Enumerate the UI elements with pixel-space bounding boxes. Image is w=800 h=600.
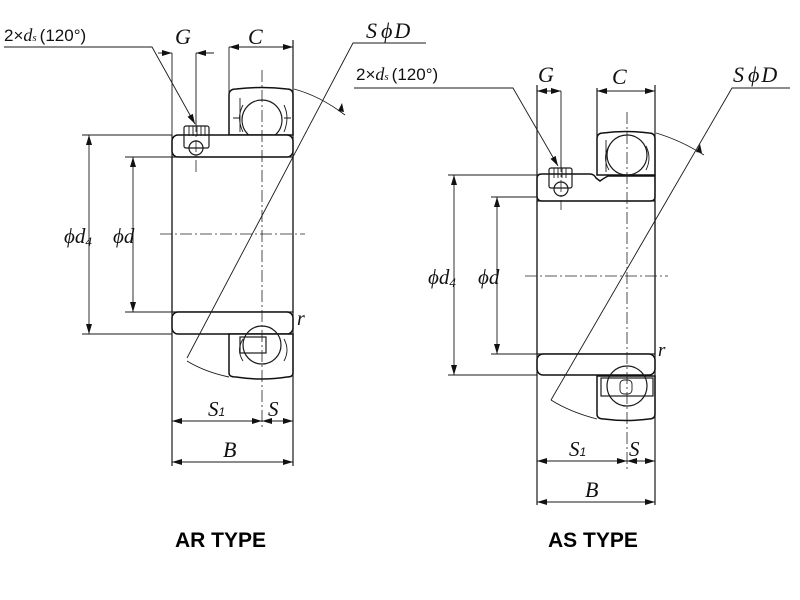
as-inner-ring-bottom (536, 353, 656, 376)
as-sphere-arc-bottom (550, 399, 598, 420)
as-d-label: ϕd (478, 265, 500, 289)
ar-outer-ring-bottom (228, 325, 294, 380)
ar-s-label: S (268, 397, 279, 421)
ar-b-label: B (223, 437, 236, 462)
as-s1-label: S1 (569, 437, 586, 461)
as-g-label: G (538, 62, 554, 87)
ar-c-label: C (248, 24, 263, 49)
ar-d-label: ϕd (113, 224, 135, 248)
as-outer-ring-top (596, 130, 656, 176)
ar-extension-lines (171, 40, 294, 466)
as-s-label: S (629, 437, 640, 461)
ar-d4-label: ϕd4 (64, 224, 92, 249)
as-d4-label: ϕd4 (428, 265, 456, 290)
ar-s1-label: S1 (208, 397, 225, 421)
as-setscrew-label: 2×ds(120°) (356, 64, 438, 84)
ar-sphere-arc-top (293, 88, 346, 116)
ar-r-label: r (297, 308, 305, 330)
as-setscrew-leader (354, 87, 559, 167)
ar-d-extensions (82, 134, 172, 335)
as-outer-ring-bottom (596, 365, 656, 422)
ar-outer-ring-top (228, 86, 294, 141)
ar-g-label: G (175, 24, 191, 49)
ar-setscrew-label: 2×ds(120°) (4, 25, 86, 45)
as-c-label: C (612, 64, 627, 89)
as-d-extensions (448, 174, 537, 376)
ar-setscrew-leader (4, 46, 196, 125)
as-inner-ring-body (536, 200, 656, 355)
as-sphere-leader (550, 87, 790, 401)
as-b-label: B (585, 477, 598, 502)
ar-inner-ring-body (171, 156, 294, 313)
as-type-title: AS TYPE (548, 529, 638, 552)
ar-sphere-arc-bottom (186, 360, 230, 378)
ar-sphere-leader (186, 42, 426, 359)
as-r-label: r (658, 340, 666, 361)
ar-g-extension (171, 53, 197, 135)
as-extension-lines (536, 85, 656, 505)
ar-type-title: AR TYPE (175, 529, 266, 552)
